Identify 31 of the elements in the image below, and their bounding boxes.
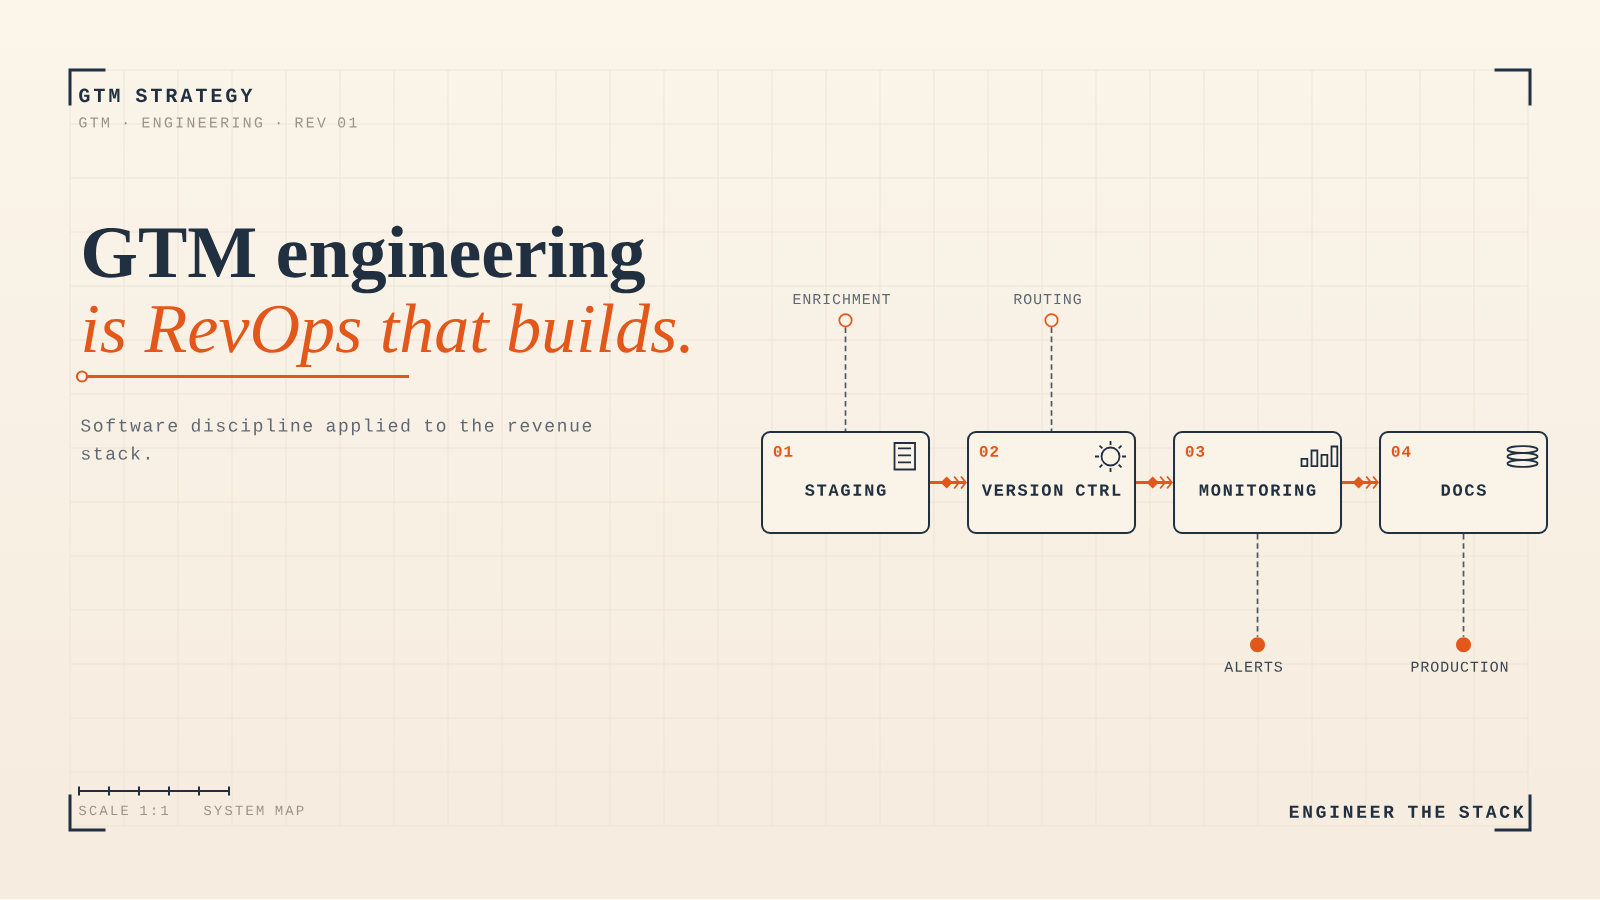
step-number: 01	[773, 446, 793, 457]
arrow	[930, 475, 967, 490]
subtitle: is RevOps that builds.	[84, 303, 689, 367]
dashed-line	[1462, 533, 1465, 638]
header-text: GTM STRATEGY	[79, 88, 253, 103]
port-label: PRODUCTION	[1411, 661, 1508, 672]
arrow	[1136, 475, 1173, 490]
title: GTM engineering	[84, 225, 645, 294]
map-label: SYSTEM MAP	[203, 805, 304, 816]
process-box	[1173, 431, 1342, 534]
dashed-line	[844, 326, 847, 432]
step-number: 02	[979, 446, 999, 457]
step-label: STAGING	[805, 484, 886, 496]
port-label: ENRICHMENT	[793, 293, 890, 305]
scale-label: SCALE 1:1	[78, 805, 168, 816]
step-label: VERSION CTRL	[981, 484, 1121, 496]
dashed-line	[1256, 533, 1259, 638]
arrow	[1342, 475, 1380, 490]
step-number: 03	[1185, 446, 1205, 457]
step-number: 04	[1391, 446, 1411, 457]
meta-text: GTM · ENGINEERING · REV 01	[79, 117, 357, 128]
footer-text: ENGINEER THE STACK	[1289, 805, 1524, 818]
port-label: ALERTS	[1224, 661, 1282, 672]
process-box	[761, 431, 930, 534]
process-box	[967, 431, 1136, 534]
body-text: Software discipline applied to the revenue stack.	[81, 418, 592, 460]
process-box	[1379, 431, 1548, 534]
dashed-line	[1050, 326, 1053, 432]
step-label: DOCS	[1441, 484, 1486, 496]
step-label: MONITORING	[1199, 484, 1316, 496]
port-label: ROUTING	[1014, 293, 1081, 305]
